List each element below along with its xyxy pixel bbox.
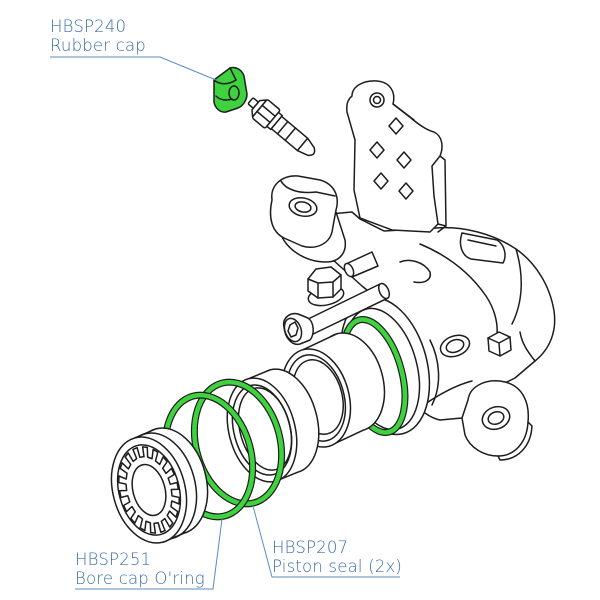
leader-line-bore-cap-oring xyxy=(75,518,223,590)
bracket-hole xyxy=(388,117,404,135)
rubber-cap xyxy=(213,66,248,113)
bracket-hole xyxy=(398,182,414,200)
callout-rubber-cap: HBSP240 Rubber cap xyxy=(50,17,146,55)
caliper-pin xyxy=(282,282,391,346)
bore-cap-splines xyxy=(117,446,181,534)
bracket-hole xyxy=(369,92,385,108)
leader-line-piston-seal xyxy=(252,505,400,578)
caliper-line-art xyxy=(110,66,556,544)
bracket-hole xyxy=(369,141,385,159)
piston-rear xyxy=(280,332,386,448)
caliper-body xyxy=(321,211,556,436)
callout-rubber-cap-part-number: HBSP240 xyxy=(50,17,127,36)
bracket-hole xyxy=(373,172,389,190)
callout-piston-seal: HBSP207 Piston seal (2x) xyxy=(272,538,402,576)
leader-line-rubber-cap xyxy=(50,56,217,81)
leader-lines xyxy=(50,56,400,590)
banjo-stud xyxy=(343,251,379,278)
caliper-lower-ear xyxy=(461,380,533,461)
caliper-left-ear xyxy=(269,175,347,263)
callout-bore-cap-oring-part-number: HBSP251 xyxy=(75,550,152,569)
callout-rubber-cap-description: Rubber cap xyxy=(50,36,146,55)
callout-piston-seal-description: Piston seal (2x) xyxy=(272,557,403,576)
hex-bolt xyxy=(307,266,345,307)
callout-piston-seal-part-number: HBSP207 xyxy=(272,538,349,557)
bleed-screw xyxy=(247,97,316,157)
bracket-hole xyxy=(396,151,412,169)
callout-bore-cap-oring-description: Bore cap O'ring xyxy=(75,569,205,588)
callout-bore-cap-oring: HBSP251 Bore cap O'ring xyxy=(75,550,205,588)
bracket-plate xyxy=(346,80,447,233)
bore-cap xyxy=(110,427,209,544)
